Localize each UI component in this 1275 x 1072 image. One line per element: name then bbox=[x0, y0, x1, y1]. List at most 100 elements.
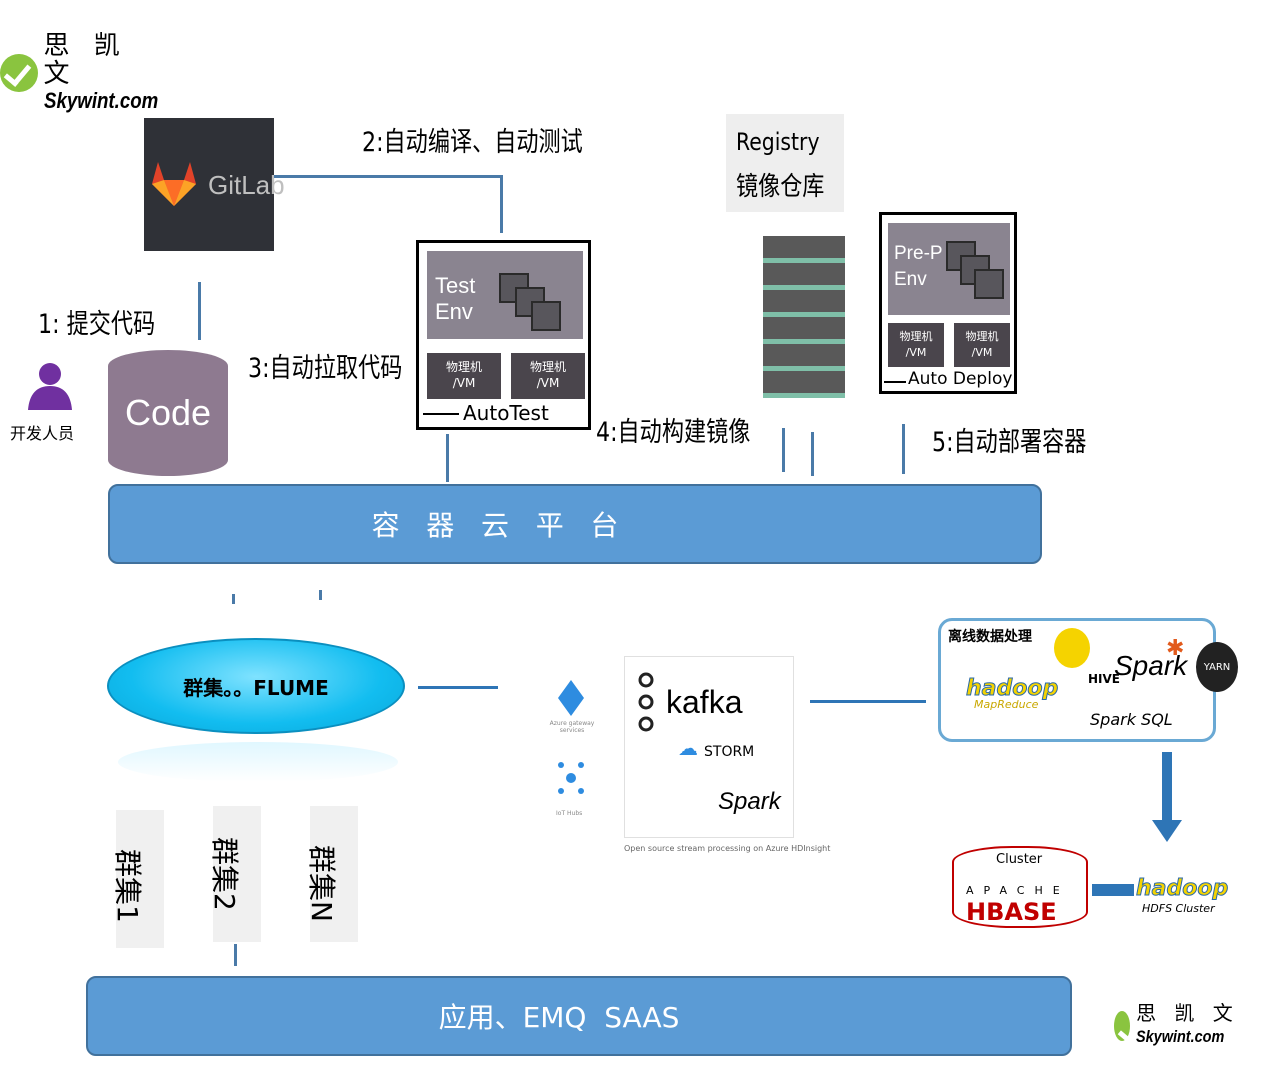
check-icon bbox=[1114, 1011, 1131, 1041]
platform-label: 容 器 云 平 台 bbox=[371, 509, 619, 542]
arrow-registry-down bbox=[811, 432, 814, 476]
cluster-column-2: 群集2 bbox=[208, 806, 261, 942]
preprod-env-header: Pre-P Env bbox=[888, 223, 1010, 315]
arrow-registry-up bbox=[782, 428, 785, 472]
gitlab-box: GitLab bbox=[144, 118, 285, 251]
skywint-logo-top: 思 凯 文 Skywint.com bbox=[0, 30, 178, 116]
spark-sql-label: Spark SQL bbox=[1090, 710, 1173, 729]
arrow-down-bigdata-head bbox=[1152, 820, 1182, 842]
test-env-title-2: Env bbox=[435, 299, 473, 324]
registry-label-box: Registry 镜像仓库 bbox=[726, 114, 844, 212]
iot-hub-label: IoT Hubs bbox=[556, 810, 583, 817]
cluster-n-label: 群集N bbox=[305, 845, 338, 922]
cube-icon bbox=[531, 301, 561, 331]
iot-hub-icon bbox=[558, 762, 584, 794]
disk bbox=[763, 344, 845, 371]
offline-title: 离线数据处理 bbox=[948, 629, 1032, 645]
preprod-footer: Auto Deploy bbox=[908, 369, 1013, 389]
skywint-logo-bottom: 思 凯 文 Skywint.com bbox=[1114, 990, 1240, 1062]
azure-gateway-label: Azure gateway services bbox=[549, 720, 595, 734]
preprod-vm2: 物理机 /VM bbox=[954, 323, 1010, 367]
step4-label: 4:自动构建镜像 bbox=[596, 417, 751, 448]
spark-label-stream: Spark bbox=[718, 788, 781, 815]
preprod-title-1: Pre-P bbox=[894, 243, 943, 264]
registry-line1: Registry bbox=[736, 128, 820, 156]
disk bbox=[763, 236, 845, 263]
cube-icon bbox=[974, 269, 1004, 299]
azure-gateway-icon bbox=[558, 680, 584, 716]
storm-icon: ☁ bbox=[678, 736, 698, 760]
preprod-title-2: Env bbox=[894, 269, 927, 290]
logo-bottom-en: Skywint.com bbox=[1136, 1027, 1225, 1046]
arrow-flume-to-stream bbox=[418, 686, 498, 689]
cluster-label: Cluster bbox=[996, 852, 1043, 867]
flume-reflection bbox=[118, 742, 398, 782]
code-database: Code bbox=[108, 350, 228, 476]
gitlab-fox-icon bbox=[152, 162, 196, 206]
disk bbox=[763, 263, 845, 290]
arrow-down-small-2 bbox=[319, 590, 322, 600]
spark-star-icon: ✱ bbox=[1166, 636, 1185, 661]
logo-cn-text: 思 凯 文 bbox=[43, 31, 128, 89]
disk bbox=[763, 371, 845, 398]
developer-label: 开发人员 bbox=[10, 424, 75, 443]
flume-ellipse: 群集。。FLUME bbox=[107, 638, 405, 734]
container-cloud-platform-band: 容 器 云 平 台 bbox=[108, 484, 1042, 564]
arrow-code-to-gitlab bbox=[198, 282, 201, 340]
kafka-label: kafka bbox=[666, 684, 743, 720]
cluster-column-n: 群集N bbox=[305, 806, 358, 942]
bigdata-panel: 离线数据处理 hadoop MapReduce HIVE Spark ✱ Spa… bbox=[930, 598, 1238, 932]
test-env-box: Test Env 物理机 /VM 物理机 /VM AutoTest bbox=[416, 240, 591, 430]
check-icon bbox=[0, 54, 38, 92]
stream-inner-box bbox=[624, 656, 794, 838]
disk bbox=[763, 317, 845, 344]
hdfs-label: hadoop bbox=[1135, 876, 1229, 902]
test-env-vm1: 物理机 /VM bbox=[427, 353, 501, 399]
cluster-column-1: 群集1 bbox=[111, 810, 164, 948]
arrow-down-small-1 bbox=[232, 594, 235, 604]
step3-label: 3:自动拉取代码 bbox=[248, 353, 403, 384]
stream-processing-panel: Azure gateway services IoT Hubs kafka ☁ … bbox=[512, 640, 830, 860]
stream-caption: Open source stream processing on Azure H… bbox=[624, 844, 831, 853]
test-env-vm2: 物理机 /VM bbox=[511, 353, 585, 399]
test-env-header: Test Env bbox=[427, 251, 583, 339]
hdfs-sub-label: HDFS Cluster bbox=[1142, 902, 1215, 915]
hive-label: HIVE bbox=[1088, 672, 1120, 686]
app-label: 应用、EMQ SAAS bbox=[438, 1001, 680, 1034]
step1-label: 1: 提交代码 bbox=[38, 309, 156, 340]
cluster-1-label: 群集1 bbox=[111, 849, 144, 923]
step5-label: 5:自动部署容器 bbox=[932, 427, 1087, 458]
application-band: 应用、EMQ SAAS bbox=[86, 976, 1072, 1056]
logo-bottom-cn: 思 凯 文 bbox=[1136, 1001, 1239, 1025]
connector-gitlab-test bbox=[274, 175, 502, 178]
preprod-vm1: 物理机 /VM bbox=[888, 323, 944, 367]
cluster-2-label: 群集2 bbox=[208, 837, 241, 911]
hbase-apache-label: APACHE bbox=[966, 884, 1070, 897]
test-env-title-1: Test bbox=[435, 273, 476, 298]
hadoop-label: hadoop bbox=[965, 676, 1059, 702]
arrow-preprod bbox=[902, 424, 905, 474]
hbase-label: HBASE bbox=[966, 898, 1057, 926]
gitlab-label: GitLab bbox=[208, 170, 285, 200]
bidirectional-arrow-icon bbox=[1092, 884, 1134, 896]
mapreduce-label: MapReduce bbox=[974, 698, 1039, 711]
registry-disk-stack bbox=[763, 236, 845, 400]
kafka-icon bbox=[638, 672, 654, 732]
hive-icon bbox=[1054, 628, 1090, 668]
arrow-test-to-platform bbox=[446, 434, 449, 482]
test-env-footer: AutoTest bbox=[463, 401, 549, 425]
storm-label: STORM bbox=[704, 744, 755, 760]
preprod-env-box: Pre-P Env 物理机 /VM 物理机 /VM Auto Deploy bbox=[879, 212, 1017, 394]
yarn-label: YARN bbox=[1203, 661, 1231, 673]
yarn-circle: YARN bbox=[1196, 642, 1238, 692]
arrow-down-bigdata bbox=[1162, 752, 1172, 820]
preprod-footer-arrow bbox=[884, 381, 906, 383]
test-env-footer-arrow bbox=[423, 413, 459, 415]
registry-line2: 镜像仓库 bbox=[736, 172, 825, 202]
spark-label: Spark bbox=[1114, 650, 1188, 681]
step2-label: 2:自动编译、自动测试 bbox=[362, 127, 583, 158]
arrow-cluster-to-app bbox=[234, 944, 237, 966]
hbase-cylinder bbox=[952, 846, 1088, 928]
arrow-stream-to-bigdata bbox=[810, 700, 926, 703]
logo-en-text: Skywint.com bbox=[43, 88, 158, 113]
